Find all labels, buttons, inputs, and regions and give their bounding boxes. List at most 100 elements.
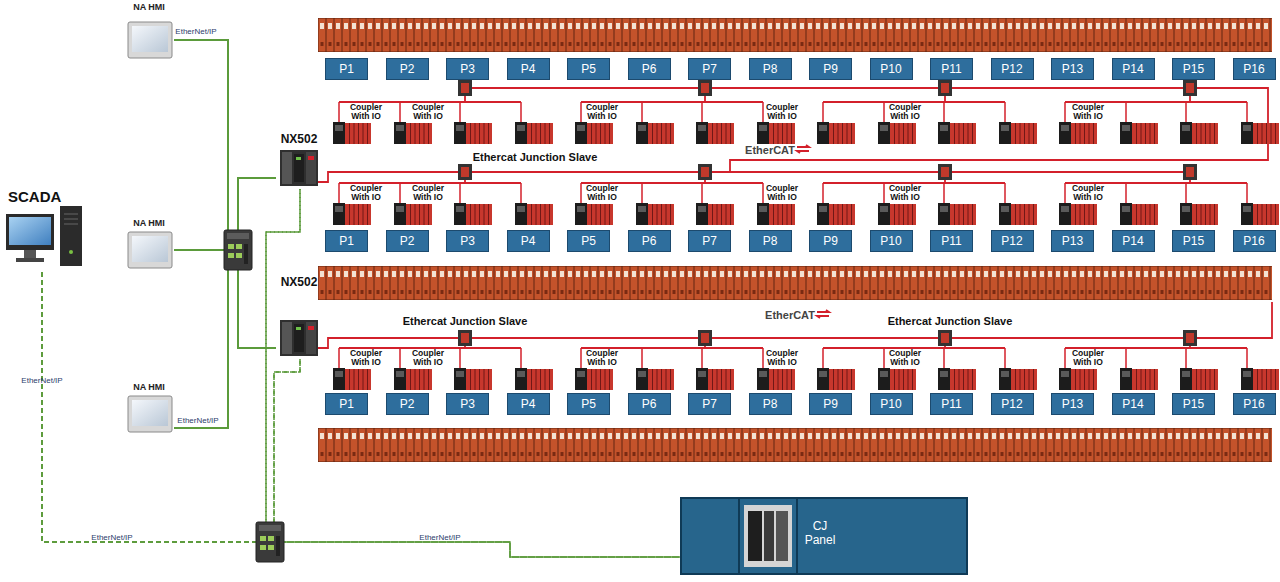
scada-station: SCADA <box>4 188 86 272</box>
coupler-io <box>817 348 855 390</box>
panel-box: P10 <box>870 230 913 252</box>
coupler-io <box>817 183 855 225</box>
panel-box: P1 <box>325 58 368 80</box>
ethernet-ip-cable <box>174 178 276 250</box>
panel-box: P14 <box>1112 230 1155 252</box>
hmi-screen-icon <box>128 232 172 268</box>
panel-box: P8 <box>749 393 792 415</box>
device-label: NX502 <box>276 132 322 146</box>
coupler-io <box>636 102 674 144</box>
ethernet-ip-cable <box>174 178 276 428</box>
coupler-io <box>454 183 492 225</box>
plc-icon <box>280 150 318 186</box>
coupler-label: Coupler With IO <box>406 349 450 367</box>
panel-number: P8 <box>763 397 778 411</box>
branch-cable <box>339 180 1247 183</box>
io-module <box>764 511 774 561</box>
coupler-label: Coupler With IO <box>760 103 804 121</box>
panel-box: P6 <box>628 230 671 252</box>
panel-box: P2 <box>386 58 429 80</box>
panel-box: P15 <box>1172 230 1215 252</box>
coupler-io <box>636 183 674 225</box>
coupler-label: Coupler With IO <box>406 184 450 202</box>
coupler-io <box>515 183 553 225</box>
plc-controller: NX502 <box>276 275 322 359</box>
panel-divider <box>738 499 740 573</box>
computer-icon <box>6 206 82 266</box>
panel-number: P13 <box>1062 62 1083 76</box>
ethernet-ip-cable <box>174 40 276 348</box>
panel-box: P9 <box>809 58 852 80</box>
ethernet-ip-dashed-cable <box>266 189 680 557</box>
panel-number: P4 <box>521 397 536 411</box>
panel-box: P9 <box>809 393 852 415</box>
panel-box: P11 <box>930 230 973 252</box>
junction-label: Ethercat Junction Slave <box>888 315 1013 328</box>
coupler-io <box>1241 183 1279 225</box>
panel-number: P8 <box>763 234 778 248</box>
panel-box: P12 <box>991 393 1034 415</box>
panel-box: P2 <box>386 230 429 252</box>
panel-number: P6 <box>642 397 657 411</box>
protocol-label: EtherNet/IP <box>177 416 218 425</box>
ethercat-bus <box>318 302 1272 348</box>
coupler-io <box>938 183 976 225</box>
junction-slave <box>698 330 712 346</box>
coupler-label: Coupler With IO <box>580 184 624 202</box>
coupler-label: Coupler With IO <box>760 184 804 202</box>
terminal-strip <box>318 266 1272 300</box>
panel-number: P4 <box>521 62 536 76</box>
coupler-label: Coupler With IO <box>1066 103 1110 121</box>
panel-number: P3 <box>460 234 475 248</box>
coupler-label: Coupler With IO <box>883 184 927 202</box>
coupler-io <box>999 348 1037 390</box>
panel-box: P12 <box>991 230 1034 252</box>
panel-box: P6 <box>628 393 671 415</box>
ethercat-wiring <box>318 88 1272 348</box>
ethercat-bus <box>318 172 1190 182</box>
panel-box: P10 <box>870 58 913 80</box>
protocol-label: EtherNet/IP <box>175 27 216 36</box>
panel-number: P6 <box>642 62 657 76</box>
panel-number: P14 <box>1122 397 1143 411</box>
device-label: NX502 <box>276 275 322 289</box>
panel-box: P13 <box>1051 230 1094 252</box>
coupler-io <box>1241 102 1279 144</box>
panel-box: P9 <box>809 230 852 252</box>
panel-box: P7 <box>688 58 731 80</box>
panel-number: P9 <box>823 397 838 411</box>
panel-box: P12 <box>991 58 1034 80</box>
ethernet-ip-dashed-cable <box>42 272 300 542</box>
branch-cable <box>339 346 1247 348</box>
panel-box: P5 <box>567 230 610 252</box>
panel-number: P7 <box>702 397 717 411</box>
panel-box: P13 <box>1051 58 1094 80</box>
panel-box: P2 <box>386 393 429 415</box>
panel-number: P10 <box>880 62 901 76</box>
panel-number: P3 <box>460 62 475 76</box>
panel-number: P9 <box>823 234 838 248</box>
panel-number: P5 <box>581 234 596 248</box>
panel-box: P4 <box>507 393 550 415</box>
panel-box: P15 <box>1172 58 1215 80</box>
ethernet-ip-dashed-cable <box>42 189 300 542</box>
panel-number: P12 <box>1001 62 1022 76</box>
coupler-io <box>454 102 492 144</box>
panel-number: P10 <box>880 397 901 411</box>
panel-number: P16 <box>1243 62 1264 76</box>
panel-box: P4 <box>507 230 550 252</box>
panel-number: P13 <box>1062 397 1083 411</box>
panel-number: P10 <box>880 234 901 248</box>
junction-slave <box>698 164 712 180</box>
panel-number: P14 <box>1122 62 1143 76</box>
panel-label: CJ Panel <box>798 519 842 547</box>
ethercat-arrows <box>817 310 829 318</box>
panel-box: P16 <box>1233 58 1276 80</box>
panel-number: P2 <box>400 62 415 76</box>
coupler-label: Coupler With IO <box>883 349 927 367</box>
junction-slave <box>698 80 712 96</box>
device-label: NA HMI <box>124 218 174 229</box>
ethercat-bus <box>458 88 1268 172</box>
monitor-base <box>16 258 44 262</box>
panel-box: P15 <box>1172 393 1215 415</box>
